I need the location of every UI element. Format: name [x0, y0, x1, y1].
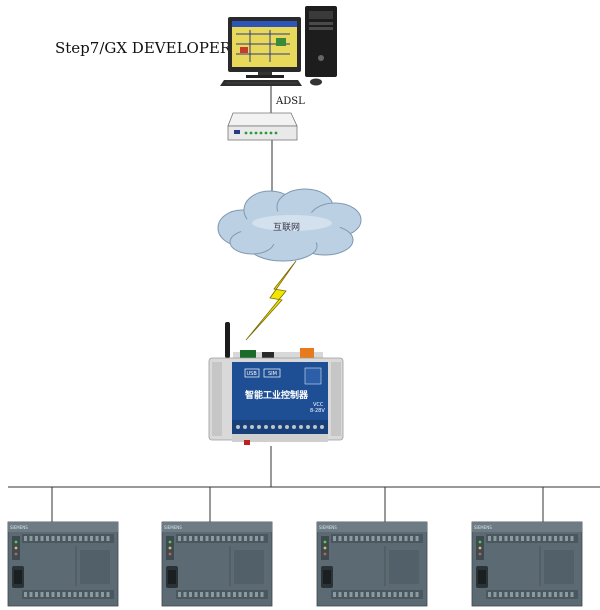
plc-brand: SIEMENS	[474, 525, 492, 530]
plc-brand: SIEMENS	[10, 525, 28, 530]
modem-icon	[227, 112, 298, 141]
controller-title: 智能工业控制器	[245, 389, 309, 401]
plc-brand: SIEMENS	[164, 525, 182, 530]
plc-unit: SIEMENS	[316, 521, 428, 607]
plc-group: SIEMENS SIEMENS SIEMENS SIEMENS	[7, 521, 583, 607]
usb-label: USB	[247, 371, 258, 377]
controller-device: USB SIM 智能工业控制器 VCC 8-28V	[208, 322, 344, 445]
sim-label: SIM	[268, 371, 277, 377]
vcc-label: VCC	[313, 402, 324, 408]
terminal-block-icon	[300, 348, 314, 358]
cloud-label: 互联网	[273, 222, 300, 233]
plc-unit: SIEMENS	[161, 521, 273, 607]
software-label: Step7/GX DEVELOPER	[55, 39, 232, 57]
voltage-label: 8-28V	[310, 408, 325, 414]
terminal-strip	[236, 425, 324, 429]
plc-unit: SIEMENS	[471, 521, 583, 607]
internet-cloud-icon: 互联网	[217, 188, 362, 262]
computer-icon	[220, 6, 337, 86]
adsl-label: ADSL	[276, 96, 305, 107]
plc-brand: SIEMENS	[319, 525, 337, 530]
antenna-icon	[225, 322, 230, 358]
plc-unit: SIEMENS	[7, 521, 119, 607]
wireless-lightning-icon	[245, 260, 297, 341]
